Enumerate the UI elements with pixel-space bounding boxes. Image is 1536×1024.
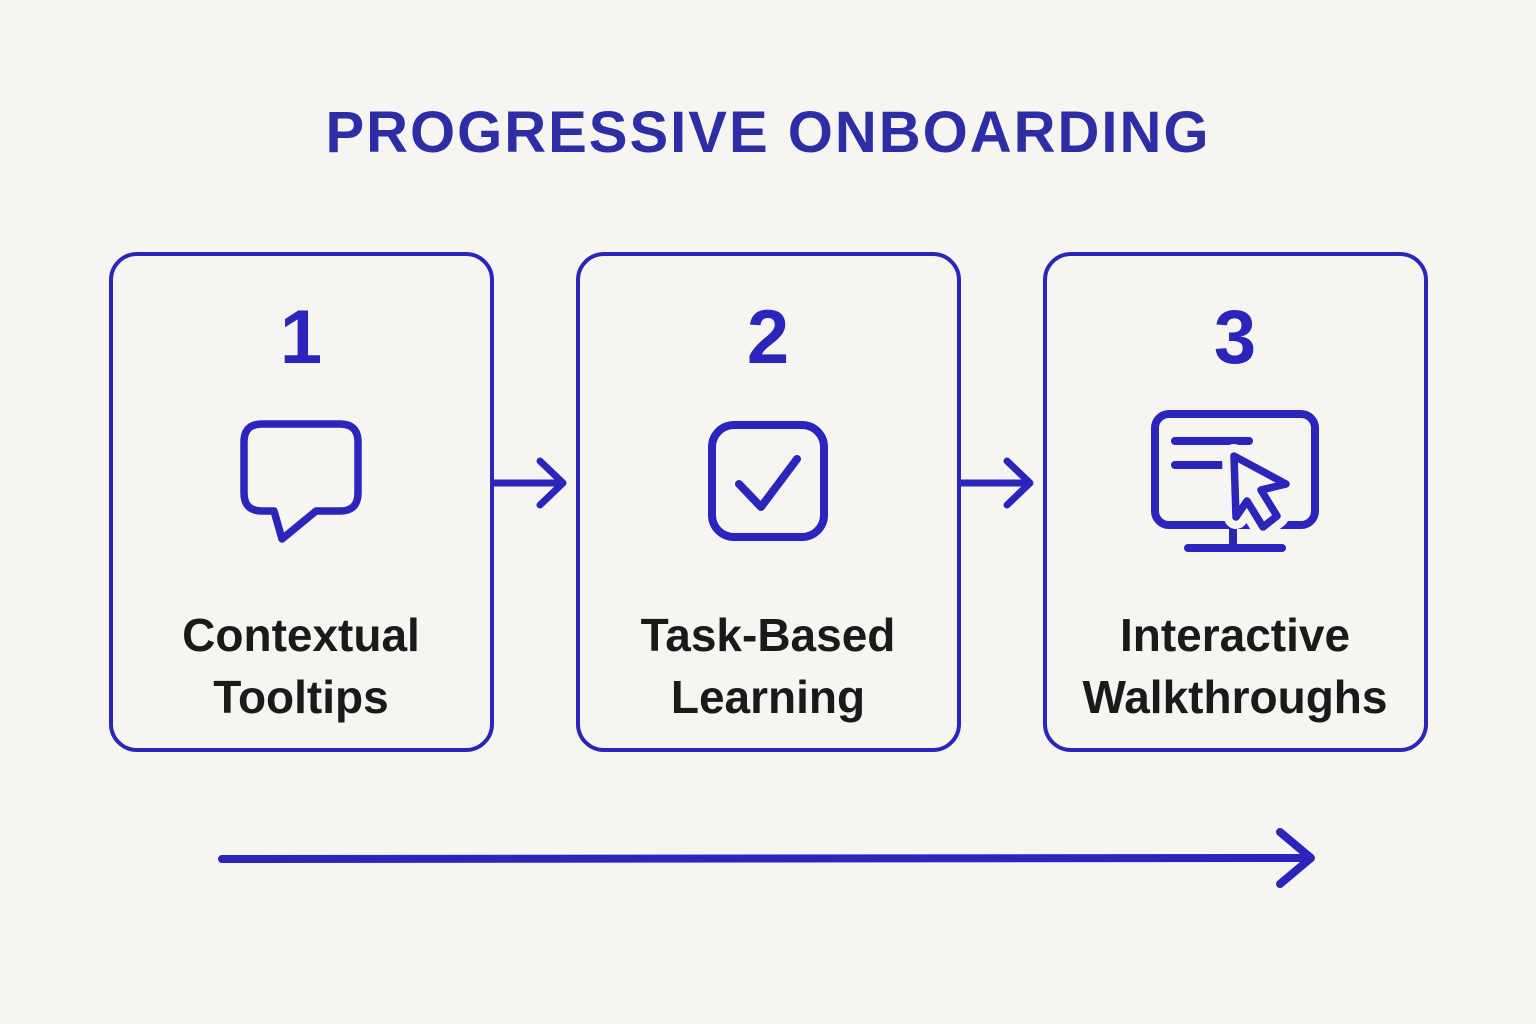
step-number: 1	[279, 295, 323, 380]
monitor-cursor-icon	[1148, 406, 1322, 556]
timeline-arrow-icon	[218, 828, 1315, 888]
step-number: 2	[746, 295, 790, 380]
step-label: Contextual Tooltips	[182, 609, 420, 723]
steps-row: 1 Contextual Tooltips 2 Task-Ba	[0, 252, 1536, 752]
step-connector	[493, 252, 576, 513]
step-connector	[960, 252, 1043, 513]
speech-bubble-icon	[236, 406, 366, 556]
step-card-task-based-learning: 2 Task-Based Learning	[575, 252, 961, 752]
checkbox-check-icon	[703, 406, 833, 556]
step-label: Interactive Walkthroughs	[1082, 609, 1388, 723]
step-label: Task-Based Learning	[640, 609, 896, 723]
step-card-interactive-walkthroughs: 3 Interactive Walkthroughs	[1042, 252, 1428, 752]
page-title: PROGRESSIVE ONBOARDING	[325, 100, 1211, 165]
step-card-contextual-tooltips: 1 Contextual Tooltips	[108, 252, 494, 752]
step-number: 3	[1213, 295, 1257, 380]
arrow-right-icon	[493, 457, 566, 509]
arrow-right-icon	[960, 457, 1033, 509]
